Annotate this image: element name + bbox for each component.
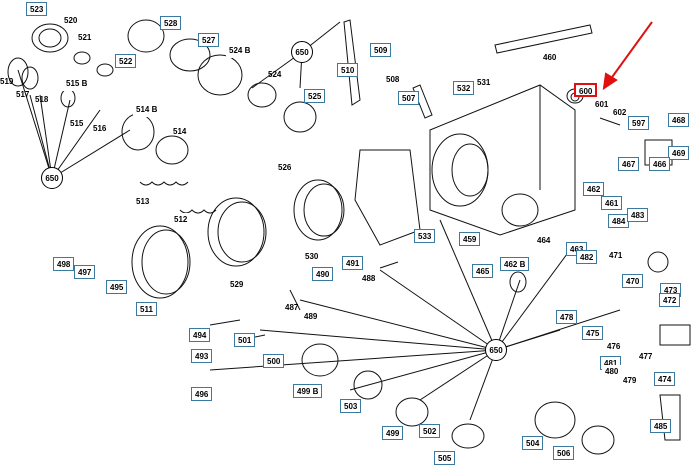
part-label-526[interactable]: 526 (275, 161, 295, 175)
part-number-529: 529 (230, 280, 244, 289)
part-label-488[interactable]: 488 (359, 272, 379, 286)
part-label-524b[interactable]: 524 B (226, 44, 254, 58)
hub-650-bottom: 650 (485, 339, 507, 361)
part-label-515b[interactable]: 515 B (63, 77, 91, 91)
part-label-512[interactable]: 512 (171, 213, 191, 227)
part-label-509[interactable]: 509 (370, 43, 392, 57)
part-label-476[interactable]: 476 (604, 340, 624, 354)
part-label-602[interactable]: 602 (610, 106, 630, 120)
part-label-482[interactable]: 482 (576, 250, 598, 264)
part-label-468[interactable]: 468 (668, 113, 690, 127)
part-label-479[interactable]: 479 (620, 374, 640, 388)
part-label-522[interactable]: 522 (115, 54, 137, 68)
part-label-494[interactable]: 494 (189, 328, 211, 342)
part-label-472[interactable]: 472 (659, 293, 681, 307)
part-label-499[interactable]: 499 (382, 426, 404, 440)
part-label-523[interactable]: 523 (26, 2, 48, 16)
part-label-501[interactable]: 501 (234, 333, 256, 347)
part-number-515: 515 (70, 119, 84, 128)
part-label-475[interactable]: 475 (582, 326, 604, 340)
part-label-503[interactable]: 503 (340, 399, 362, 413)
part-label-460[interactable]: 460 (540, 51, 560, 65)
part-label-462b[interactable]: 462 B (500, 257, 530, 271)
part-label-525[interactable]: 525 (304, 89, 326, 103)
part-label-533[interactable]: 533 (414, 229, 436, 243)
part-number-518: 518 (35, 95, 49, 104)
part-number-520: 520 (64, 16, 78, 25)
part-label-467[interactable]: 467 (618, 157, 640, 171)
part-label-464[interactable]: 464 (534, 234, 554, 248)
part-label-461[interactable]: 461 (601, 196, 623, 210)
part-label-493[interactable]: 493 (191, 349, 213, 363)
part-label-462[interactable]: 462 (583, 182, 605, 196)
part-number-521: 521 (78, 33, 92, 42)
part-label-508[interactable]: 508 (383, 73, 403, 87)
part-label-477[interactable]: 477 (636, 350, 656, 364)
part-number-516: 516 (93, 124, 107, 133)
part-number-514: 514 (173, 127, 187, 136)
part-label-597[interactable]: 597 (628, 116, 650, 130)
part-label-465[interactable]: 465 (472, 264, 494, 278)
part-label-496[interactable]: 496 (191, 387, 213, 401)
part-label-500[interactable]: 500 (263, 354, 285, 368)
part-number-524: 524 (268, 70, 282, 79)
part-label-504[interactable]: 504 (522, 436, 544, 450)
part-label-507[interactable]: 507 (398, 91, 420, 105)
part-label-491[interactable]: 491 (342, 256, 364, 270)
part-label-505[interactable]: 505 (434, 451, 456, 465)
part-label-600-highlighted[interactable]: 600 (574, 83, 598, 97)
part-label-495[interactable]: 495 (106, 280, 128, 294)
part-number-487: 487 (285, 303, 299, 312)
part-label-474[interactable]: 474 (654, 372, 676, 386)
part-label-531[interactable]: 531 (474, 76, 494, 90)
part-label-514b[interactable]: 514 B (133, 103, 161, 117)
part-label-478[interactable]: 478 (556, 310, 578, 324)
part-label-502[interactable]: 502 (419, 424, 441, 438)
part-number-517: 517 (16, 90, 30, 99)
part-number-489: 489 (304, 312, 318, 321)
part-label-497[interactable]: 497 (74, 265, 96, 279)
part-label-480[interactable]: 480 (602, 365, 622, 379)
part-number-519: 519 (0, 77, 14, 86)
part-label-483[interactable]: 483 (627, 208, 649, 222)
part-label-498[interactable]: 498 (53, 257, 75, 271)
part-label-511[interactable]: 511 (136, 302, 157, 316)
part-label-510[interactable]: 510 (337, 63, 359, 77)
part-number-513: 513 (136, 197, 150, 206)
part-label-471[interactable]: 471 (606, 249, 626, 263)
part-label-466[interactable]: 466 (649, 157, 671, 171)
part-label-485[interactable]: 485 (650, 419, 672, 433)
part-label-459[interactable]: 459 (459, 232, 481, 246)
part-label-601[interactable]: 601 (592, 98, 612, 112)
part-label-528[interactable]: 528 (160, 16, 182, 30)
hub-650-left: 650 (41, 167, 63, 189)
highlight-arrow (602, 21, 653, 91)
part-number-530: 530 (305, 252, 319, 261)
part-label-506[interactable]: 506 (553, 446, 575, 460)
part-label-490[interactable]: 490 (312, 267, 334, 281)
part-label-532[interactable]: 532 (453, 81, 475, 95)
part-label-469[interactable]: 469 (668, 146, 690, 160)
hub-650-top: 650 (291, 41, 313, 63)
part-label-470[interactable]: 470 (622, 274, 644, 288)
part-label-527[interactable]: 527 (198, 33, 220, 47)
part-label-499b[interactable]: 499 B (293, 384, 323, 398)
